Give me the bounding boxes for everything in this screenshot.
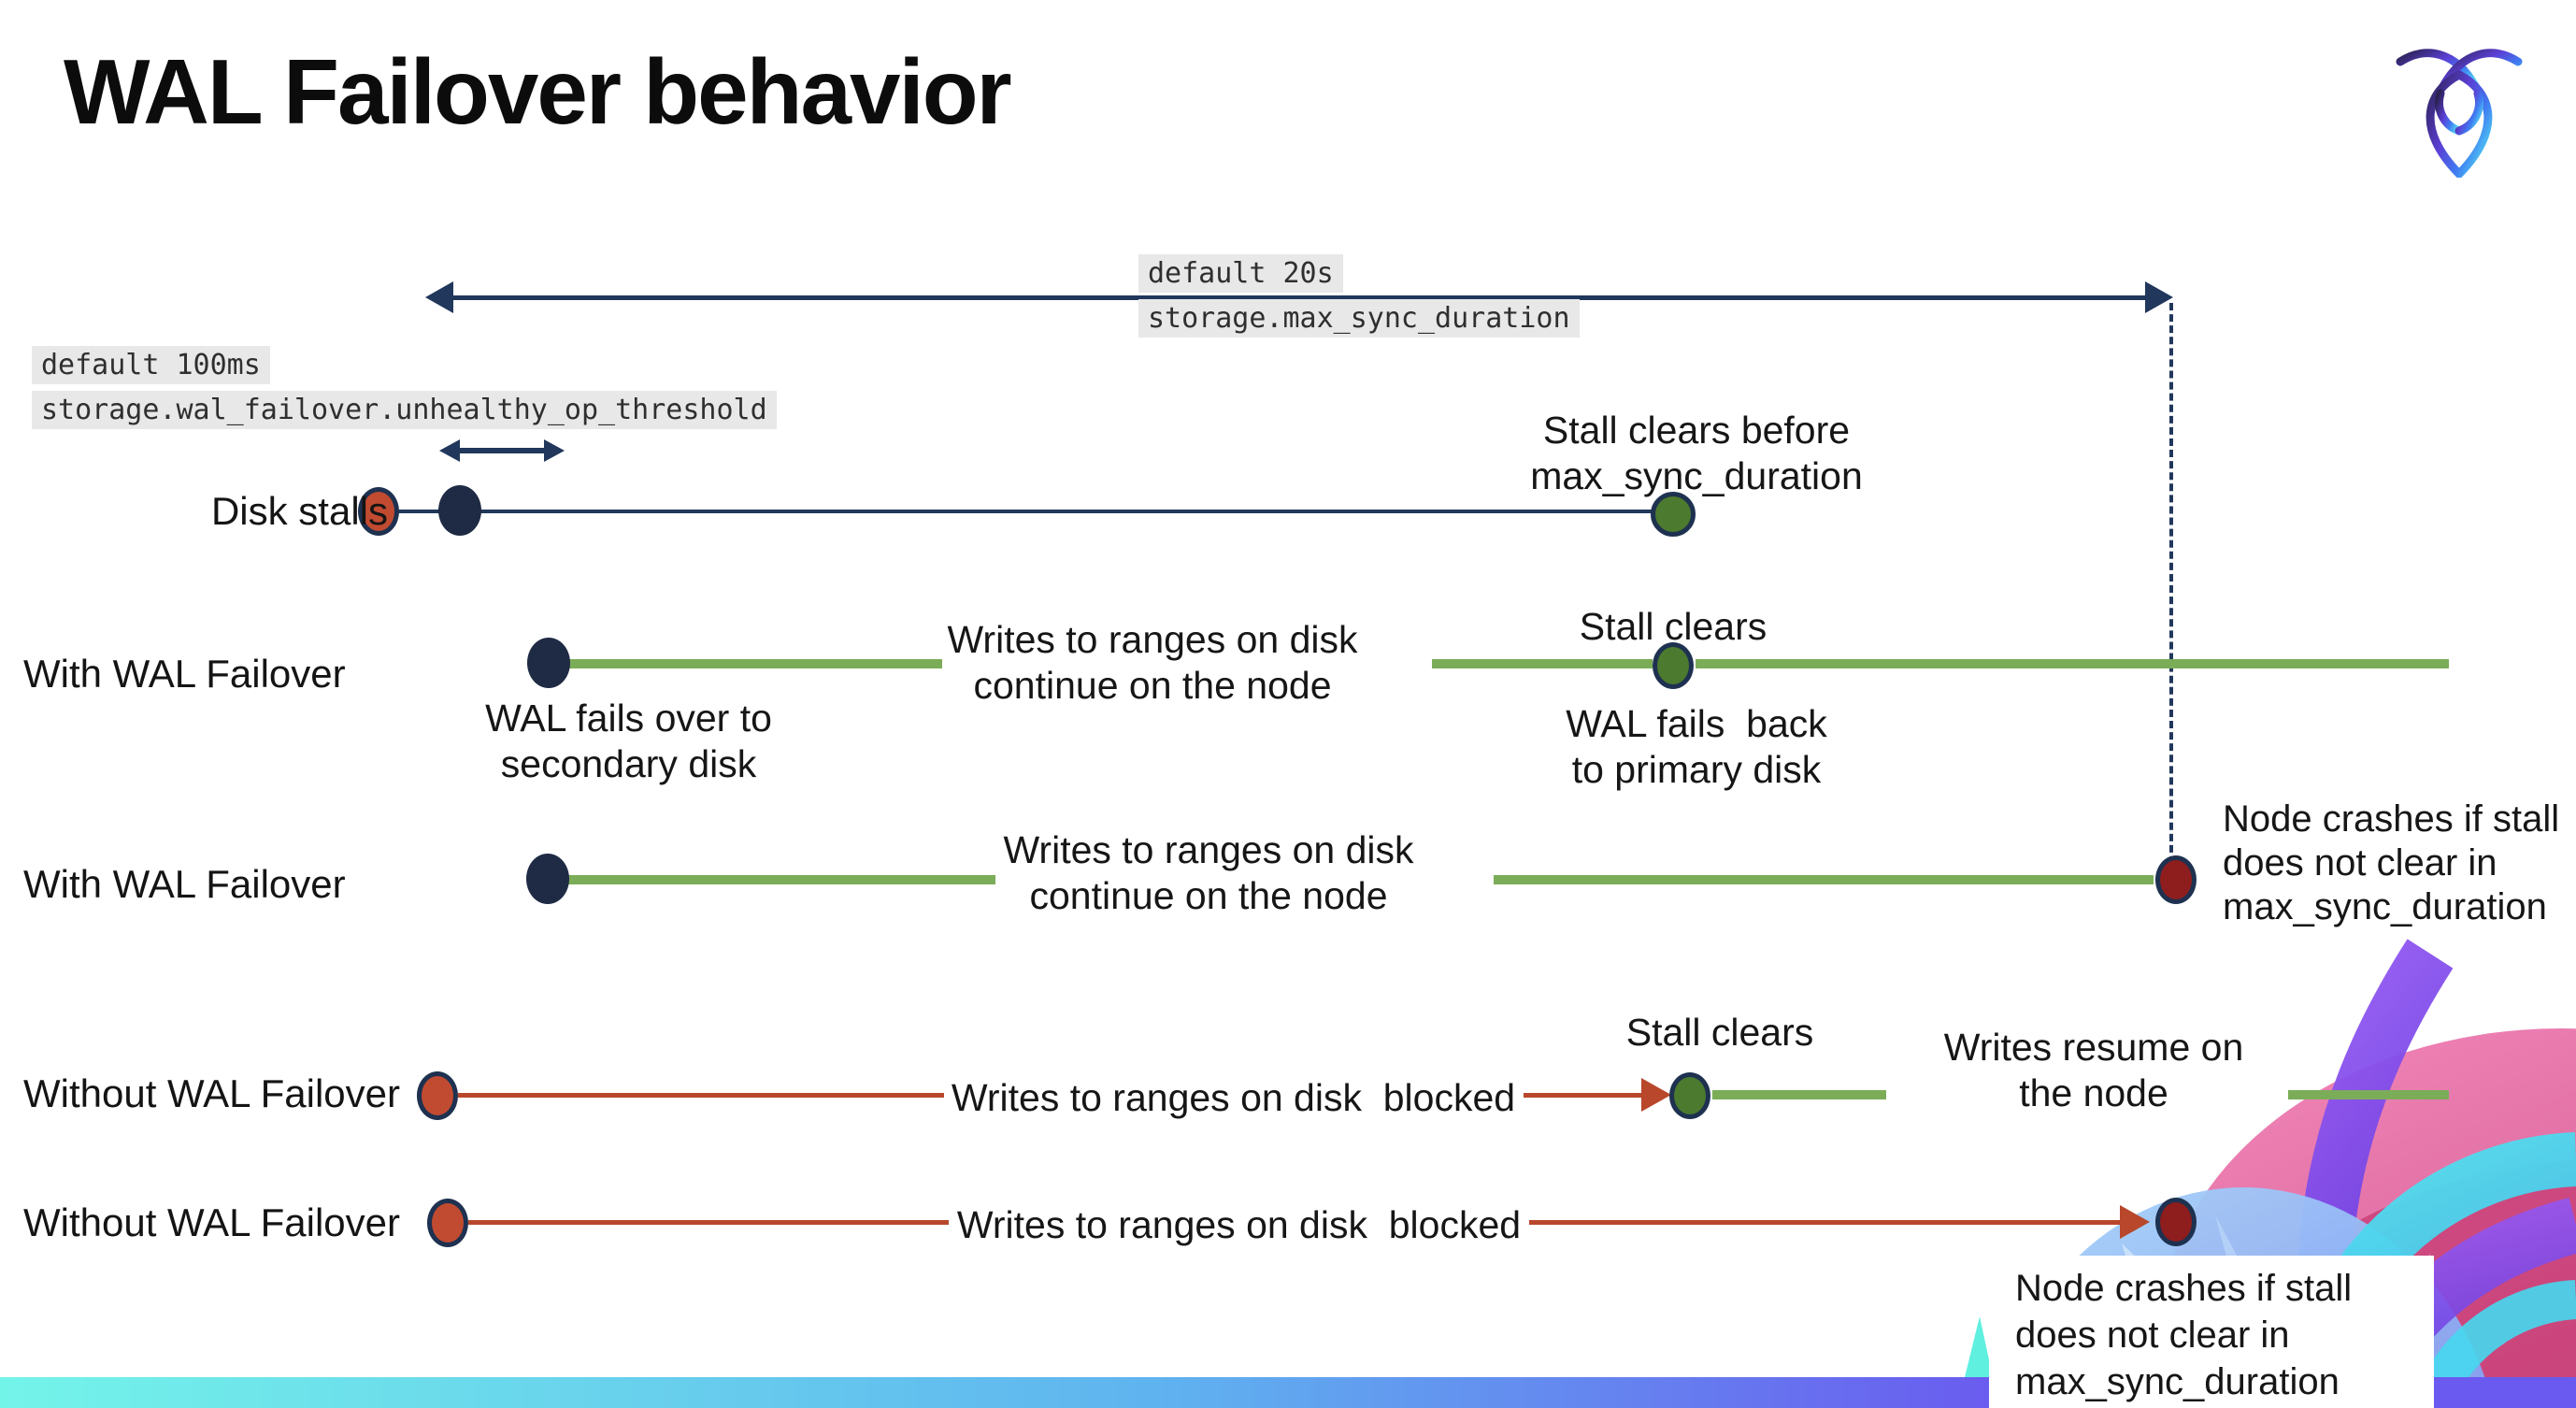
max-sync-default-label: default 20s [1138,254,1343,293]
max-sync-deadline-dashed-line [2169,303,2173,864]
writes-continue-line [1696,659,2449,668]
writes-continue-line [561,875,995,884]
threshold-default-label: default 100ms [32,346,270,384]
writes-blocked-line [468,1220,949,1225]
writes-blocked-line [458,1093,944,1098]
wal-failover-dot [526,854,569,904]
stall-start-dot [358,487,399,536]
writes-blocked-line [1529,1220,2122,1225]
arrow-right-head-icon [2145,281,2173,313]
threshold-arrow-right-head-icon [544,439,565,462]
threshold-arrow-left-head-icon [439,439,460,462]
stall-start-dot [417,1071,458,1120]
threshold-arrow-line [456,448,546,453]
writes-continue-line [1432,659,1653,668]
arrow-left-head-icon [425,281,453,313]
red-arrow-head-icon [1641,1078,1671,1112]
failover-threshold-dot [438,485,481,536]
disk-stalls-timeline [379,510,1673,513]
row-label-with-wal-failover-2: With WAL Failover [23,862,346,906]
writes-continue-line [1494,875,2154,884]
cockroachdb-logo-icon [2389,37,2529,182]
stall-clears-dot [1651,492,1696,537]
max-sync-setting-label: storage.max_sync_duration [1138,299,1580,338]
threshold-setting-label: storage.wal_failover.unhealthy_op_thresh… [32,391,777,429]
wal-failover-dot [527,638,570,688]
writes-blocked-note: Writes to ranges on disk blocked [956,1203,1522,1246]
writes-resume-line [2288,1090,2449,1099]
stall-clears-note: Stall clears [1579,605,1767,648]
node-crash-dot [2155,855,2197,904]
writes-blocked-note: Writes to ranges on disk blocked [951,1076,1516,1119]
writes-continue-line [561,659,942,668]
cockroach-mark [2396,49,2523,180]
stall-clears-note: Stall clears [1625,1011,1814,1054]
row-label-without-wal-failover-1: Without WAL Failover [23,1071,400,1115]
writes-resume-line [1712,1090,1886,1099]
node-crash-dot [2155,1198,2197,1246]
stall-clears-dot [1669,1072,1710,1119]
red-arrow-head-icon [2120,1205,2150,1239]
row-label-without-wal-failover-2: Without WAL Failover [23,1200,400,1244]
max-sync-duration-arrow-line [449,295,2152,300]
writes-blocked-line [1524,1093,1643,1098]
page-title: WAL Failover behavior [64,40,1012,143]
row-label-disk-stalls: Disk stalls [210,489,388,533]
stall-clears-dot [1653,642,1694,689]
row-label-with-wal-failover-1: With WAL Failover [23,652,346,696]
stall-start-dot [427,1199,468,1247]
